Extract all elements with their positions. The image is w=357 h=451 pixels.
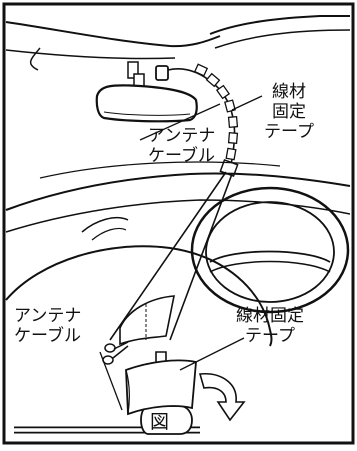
figure-border <box>2 2 355 445</box>
windshield-edge <box>29 47 41 71</box>
label-tape-bottom-line1: 線材固定 <box>236 306 304 326</box>
hood-line <box>39 161 281 179</box>
label-antenna-bottom-line1: アンテナ <box>14 306 82 326</box>
zoom-circle <box>5 245 273 347</box>
figure-caption: 図 <box>150 411 170 433</box>
rearview-mirror <box>95 61 198 123</box>
label-antenna-top-line2: ケーブル <box>148 146 215 166</box>
dashboard-line2 <box>5 199 351 233</box>
pillar-top <box>209 15 350 35</box>
vent-left-2 <box>91 227 127 241</box>
pillar-inner <box>214 29 351 49</box>
vent-left <box>81 216 129 233</box>
steering-wheel <box>190 186 350 314</box>
label-antenna-cable-bottom: アンテナ ケーブル <box>14 306 81 346</box>
label-tape-top-line3: テープ <box>264 122 314 142</box>
antenna-element <box>155 65 169 81</box>
label-antenna-top-line1: アンテナ <box>148 126 216 146</box>
garnish-piece <box>119 295 175 346</box>
zoom-line-right <box>169 173 233 341</box>
label-tape-top-line2: 固定 <box>271 102 306 122</box>
wire-tapes-top <box>193 63 239 161</box>
zoom-line-left <box>109 171 227 341</box>
headliner-edge <box>5 49 176 60</box>
label-wire-tape-bottom: 線材固定 テープ <box>236 306 304 346</box>
label-wire-tape-top: 線材 固定 テープ <box>264 82 314 142</box>
leader-antenna-cable-bottom <box>99 351 123 411</box>
label-tape-top-line1: 線材 <box>271 82 306 102</box>
leader-wire-tape-top <box>231 95 263 111</box>
label-antenna-bottom-line2: ケーブル <box>14 326 81 346</box>
dashboard-top <box>5 172 351 211</box>
label-antenna-cable-top: アンテナ ケーブル <box>148 126 215 166</box>
scissors-icon <box>102 341 129 365</box>
roof-line <box>5 21 221 48</box>
leader-wire-tape-bottom <box>179 337 245 371</box>
leader-antenna-cable-top <box>139 103 221 141</box>
cable-detail <box>14 359 200 435</box>
curved-arrow-icon <box>198 373 246 422</box>
label-tape-bottom-line2: テープ <box>245 326 295 346</box>
